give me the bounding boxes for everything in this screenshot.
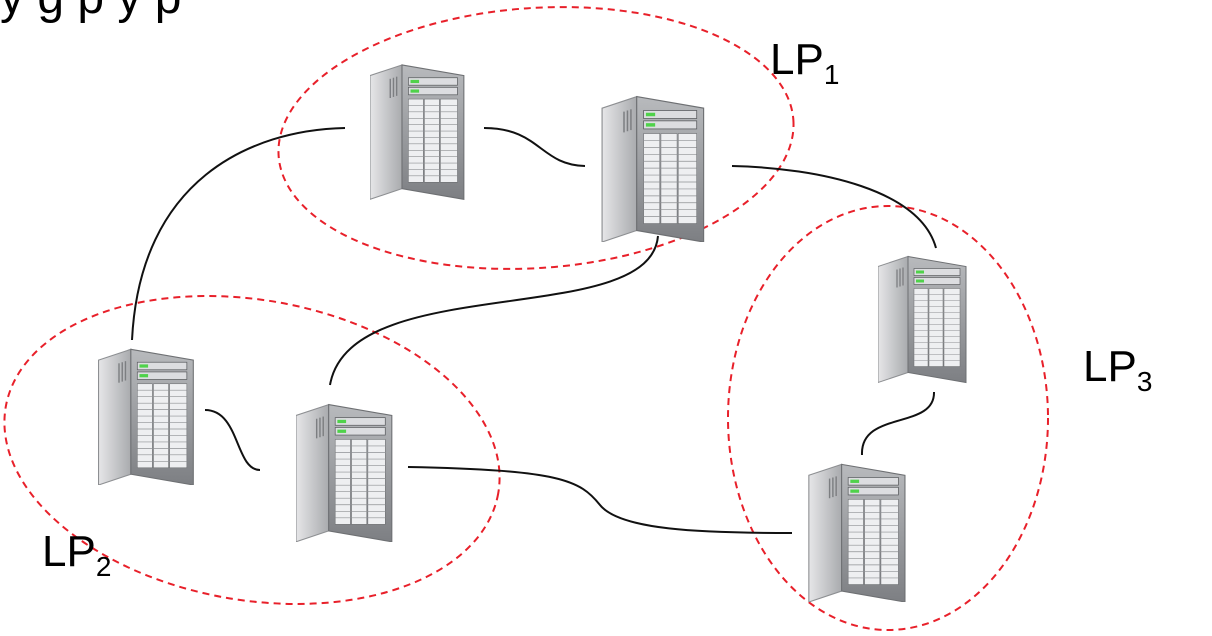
- link-lp1a-lp1b: [483, 127, 586, 167]
- link-lp1b-lp2b: [329, 235, 659, 386]
- link-lp3a-lp3b: [860, 391, 936, 456]
- link-lp2b-lp3b: [407, 466, 793, 534]
- server-icon-lp1-b: [601, 95, 705, 242]
- lp3-group-outline: [727, 205, 1049, 631]
- truncated-heading-text: y g p y p: [0, 0, 181, 25]
- lp1-label: LP1: [770, 35, 840, 90]
- server-icon-lp2-a: [98, 348, 195, 485]
- link-lp1a-lp2a: [131, 127, 346, 341]
- server-icon-lp3-a: [878, 255, 967, 384]
- link-lp1b-lp3a: [731, 165, 937, 249]
- server-icon-lp1-a: [370, 64, 465, 200]
- lp1-group-outline: [277, 6, 795, 270]
- lp2-label: LP2: [42, 527, 112, 582]
- link-lp2a-lp2b: [204, 409, 261, 471]
- lp2-group-outline: [3, 295, 501, 605]
- lp3-label: LP3: [1083, 342, 1153, 397]
- server-icon-lp3-b: [808, 463, 906, 602]
- server-icon-lp2-b: [296, 403, 393, 542]
